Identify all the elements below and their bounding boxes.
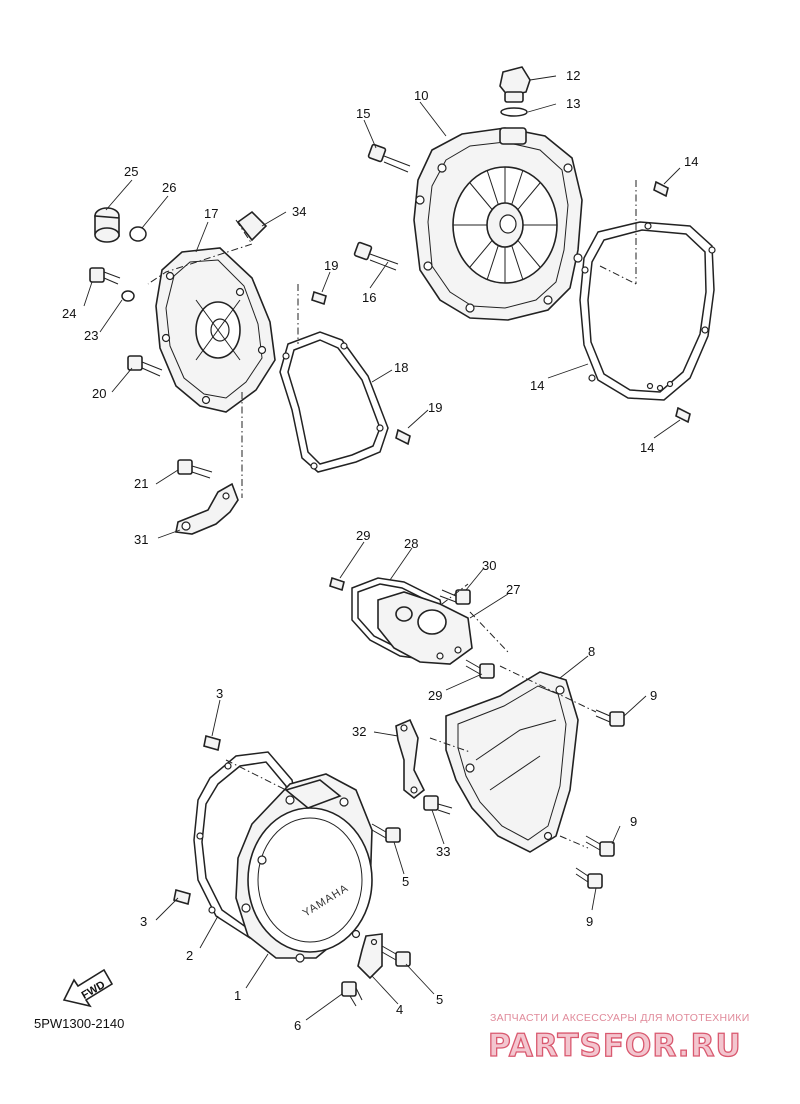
callout-26: 27	[506, 582, 520, 597]
bolt-20	[127, 355, 163, 377]
callout-15: 15	[356, 106, 370, 121]
callout-13: 14	[530, 378, 544, 393]
watermark-site: PARTSFOR.RU	[488, 1028, 742, 1064]
oil-filler-cap-11	[499, 66, 531, 103]
dowel-pin-19-lower	[395, 428, 411, 446]
pump-housing-26	[377, 591, 473, 665]
callout-19-upper: 19	[324, 258, 338, 273]
callout-12: 13	[566, 96, 580, 111]
callout-8: 9	[630, 814, 637, 829]
bolt-5-lower	[381, 945, 411, 967]
leader-lines	[83, 75, 681, 1021]
generator-cover-1: YAMAHA	[235, 773, 373, 963]
o-ring-25	[129, 226, 147, 242]
callout-3-upper: 3	[216, 686, 223, 701]
dowel-pin-14-upper	[653, 180, 669, 198]
callout-23: 24	[62, 306, 76, 321]
callout-22: 23	[84, 328, 98, 343]
callout-11: 12	[566, 68, 580, 83]
callout-1: 1	[234, 988, 241, 1003]
dowel-pin-28	[329, 576, 345, 592]
dowel-pin-3-upper	[203, 734, 221, 752]
callout-10: 10	[414, 88, 428, 103]
callout-16: 16	[362, 290, 376, 305]
dowel-pin-14-lower	[675, 406, 691, 424]
bolt-9-lower	[575, 867, 603, 889]
callout-14-lower: 14	[640, 440, 654, 455]
callout-3-lower: 3	[140, 914, 147, 929]
bracket-31	[175, 482, 239, 535]
bolt-21	[177, 459, 213, 479]
bolt-29	[465, 659, 495, 679]
callout-27: 28	[404, 536, 418, 551]
callout-24: 25	[124, 164, 138, 179]
watermark-tagline: ЗАПЧАСТИ И АКСЕССУАРЫ ДЛЯ МОТОТЕХНИКИ	[490, 1012, 750, 1024]
callout-4: 4	[396, 1002, 403, 1017]
callout-32: 32	[352, 724, 366, 739]
callout-14-upper: 14	[684, 154, 698, 169]
bracket-4	[357, 933, 383, 980]
washer-22	[121, 290, 135, 302]
bracket-32	[395, 718, 426, 800]
dowel-pin-19-upper	[311, 290, 327, 306]
callout-5-lower: 5	[436, 992, 443, 1007]
callout-6: 6	[294, 1018, 301, 1033]
bolt-5-upper	[371, 823, 401, 843]
plug-24	[94, 207, 120, 243]
dowel-pin-3-lower	[173, 888, 191, 906]
callout-33: 33	[436, 844, 450, 859]
callout-19-lower: 19	[428, 400, 442, 415]
bolt-15	[367, 143, 411, 173]
callout-34: 34	[292, 204, 306, 219]
callout-9-upper: 9	[650, 688, 657, 703]
callout-25: 26	[162, 180, 176, 195]
callout-28: 29	[356, 528, 370, 543]
crankcase-cover-17	[155, 247, 276, 413]
callout-18: 18	[394, 360, 408, 375]
callout-9-lower: 9	[586, 914, 593, 929]
callout-20: 20	[92, 386, 106, 401]
forward-direction-arrow: FWD	[62, 968, 114, 1008]
callout-21: 21	[134, 476, 148, 491]
clutch-cover-10	[413, 127, 583, 321]
watermark: ЗАПЧАСТИ И АКСЕССУАРЫ ДЛЯ МОТОТЕХНИКИ PA…	[487, 1012, 750, 1065]
bolt-8	[585, 835, 615, 857]
callout-30: 30	[482, 558, 496, 573]
bolt-16	[353, 241, 399, 271]
callout-31: 31	[134, 532, 148, 547]
callout-29: 29	[428, 688, 442, 703]
bolt-33	[423, 795, 453, 815]
gasket-13	[579, 221, 716, 401]
callout-numbers: 12 13 10 15 14 14 16 14 25 26 17 34 19 2…	[62, 68, 698, 1033]
callout-7: 8	[588, 644, 595, 659]
gasket-18	[279, 331, 389, 473]
bolt-23	[89, 267, 121, 285]
diagram-part-code: 5PW1300-2140	[34, 1016, 124, 1031]
bolt-6	[341, 981, 363, 1007]
callout-2: 2	[186, 948, 193, 963]
o-ring-12	[500, 107, 528, 117]
callout-5-upper: 5	[402, 874, 409, 889]
plate-34	[236, 210, 268, 242]
callout-17: 17	[204, 206, 218, 221]
assembly-lines	[147, 180, 637, 849]
bolt-9-upper	[595, 709, 625, 727]
cover-7	[445, 671, 579, 853]
